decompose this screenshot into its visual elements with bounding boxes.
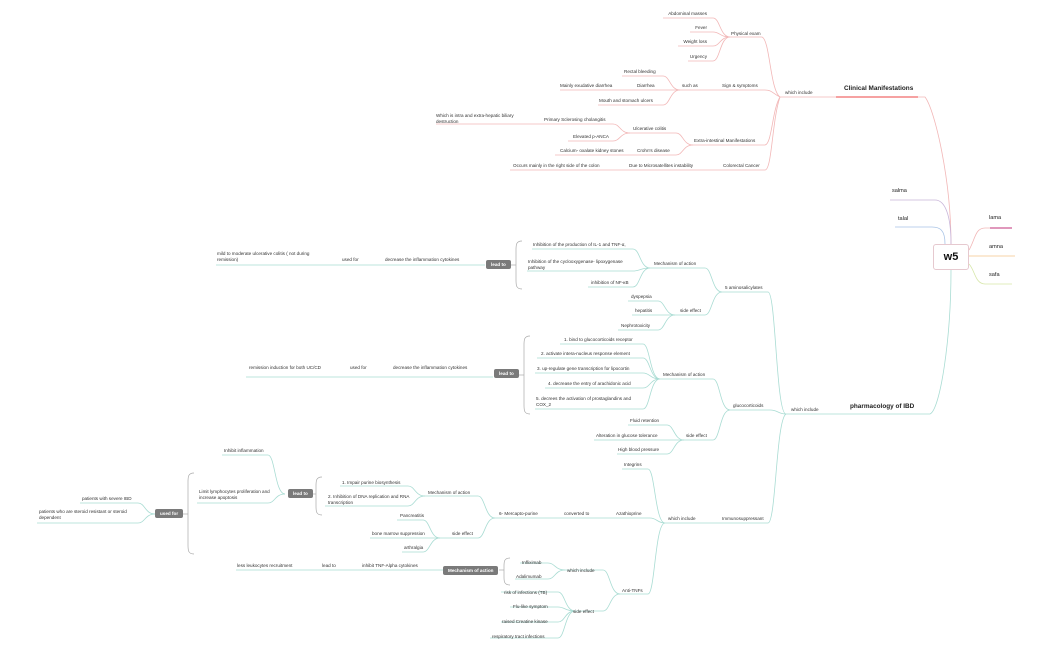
pe-item[interactable]: Abdominal masses	[668, 11, 707, 16]
right-colon-node[interactable]: Occurs mainly in the right side of the c…	[513, 163, 600, 168]
gc-used-for[interactable]: used for	[350, 365, 367, 370]
adalimumab-node[interactable]: Adalimumab	[516, 574, 542, 579]
diarrhea-node[interactable]: Diarrhea	[637, 83, 655, 88]
asa-lead-to-tag[interactable]: lead to	[486, 260, 511, 269]
imm-used-for-tag[interactable]: used for	[155, 509, 184, 518]
sign-symptoms-node[interactable]: Sign & symptoms	[722, 83, 758, 88]
asa-moa-node[interactable]: Mechanism of action	[654, 261, 697, 266]
gc-effect[interactable]: decrease the inflammation cytokines	[393, 365, 468, 370]
asa-side-item[interactable]: Nephrotoxicity	[621, 323, 651, 328]
gc-moa-item[interactable]: 1. bind to glucocorticoids receptor	[564, 337, 633, 342]
gc-side-item[interactable]: Alteration in glucose tolerance	[596, 433, 658, 438]
imm-lead-to-tag[interactable]: lead to	[288, 489, 313, 498]
crohn-node[interactable]: Crohn's disease	[637, 148, 670, 153]
mercaptopurine-node[interactable]: 6- Mercapto-purine	[499, 511, 538, 516]
asa-moa-item[interactable]: inhibition of NF-κB	[591, 280, 629, 285]
imm-side-item[interactable]: arthralgia	[404, 545, 424, 550]
antitnf-moa-tag[interactable]: Mechanism of action	[443, 566, 499, 575]
root-node[interactable]: w5	[933, 244, 969, 270]
asa-moa-item[interactable]: Inhibition of the production of IL-1 and…	[533, 242, 626, 247]
psc-node[interactable]: Primary Sclerosing cholangitis	[544, 117, 606, 122]
rectal-bleeding-node[interactable]: Rectal bleeding	[624, 69, 656, 74]
imm-moa-node[interactable]: Mechanism of action	[428, 490, 471, 495]
antitnf-inhibit[interactable]: inhibit TNF-Alpha cytokines	[362, 563, 418, 568]
asa-indication[interactable]: mild to moderate ulcerative colitis ( no…	[217, 251, 310, 262]
converted-to[interactable]: converted to	[564, 511, 590, 516]
integrins-node[interactable]: Integrins	[624, 462, 642, 467]
gc-lead-to-tag[interactable]: lead to	[494, 369, 519, 378]
asa-used-for[interactable]: used for	[342, 257, 359, 262]
asa-side-item[interactable]: hepatitis	[635, 308, 653, 313]
diarrhea-detail[interactable]: Mainly exudative diarrhea	[560, 83, 613, 88]
imm-side-effect-node[interactable]: side effect	[452, 531, 473, 536]
pe-item[interactable]: Fever	[695, 25, 707, 30]
imm-moa-item[interactable]: 1. Impair purine biosynthesis	[342, 480, 401, 485]
gc-indication[interactable]: remission induction for both UC/CD	[249, 365, 321, 370]
gc-moa-item[interactable]: 3. up-regulate gene transcription for li…	[537, 366, 630, 371]
antitnf-side-item[interactable]: Flu-like symptom	[513, 604, 548, 609]
asa-side-item[interactable]: dyspepsia	[631, 294, 652, 299]
asa-moa-item[interactable]: Inhibition of the cyclooxygenase- lipoxy…	[528, 259, 623, 270]
infliximab-node[interactable]: Infliximab	[522, 560, 542, 565]
pe-item[interactable]: Weight loss	[683, 39, 707, 44]
antitnf-side-item[interactable]: raised Creatine kinase	[502, 619, 548, 624]
gc-moa-item[interactable]: 5. decrees the activation of prostagland…	[536, 396, 631, 407]
node-lama[interactable]: lama	[989, 215, 1002, 221]
ulcers-node[interactable]: Mouth and stomach ulcers	[599, 98, 653, 103]
gc-moa-node[interactable]: Mechanism of action	[663, 372, 706, 377]
antitnf-result[interactable]: less leukocytes recruitment	[237, 563, 293, 568]
kidney-stones-node[interactable]: Calcium- oxalate kidney stones	[560, 148, 624, 153]
extra-intestinal-node[interactable]: Extra-intestinal Manifestations	[694, 138, 756, 143]
immunosuppressant-node[interactable]: Immunosuppressant	[722, 516, 764, 521]
antitnf-side-item[interactable]: respiratory tract infections	[492, 634, 545, 639]
uc-node[interactable]: Ulcerative colitis	[633, 126, 667, 131]
imm-moa-item[interactable]: 2. Inhibition of DNA replication and RNA…	[328, 494, 410, 505]
imm-side-item[interactable]: Pancreatitis	[400, 513, 425, 518]
microsatellite-node[interactable]: Due to Microsatellites instability	[629, 163, 694, 168]
imm-lead-item[interactable]: Limit lymphocytes proliferation and incr…	[199, 489, 270, 500]
anti-tnf-node[interactable]: Anti-TNFs	[622, 588, 643, 593]
antitnf-which-include[interactable]: which include	[567, 568, 595, 573]
pe-item[interactable]: Urgency	[689, 54, 707, 59]
node-salma[interactable]: salma	[892, 188, 907, 194]
antitnf-side-item[interactable]: risk of infections (TB)	[504, 590, 548, 595]
gc-side-item[interactable]: High blood pressure	[618, 447, 660, 452]
imm-used-item[interactable]: patients with severe IBD	[82, 496, 132, 501]
gc-moa-item[interactable]: 4. decrease the entry of arachidonic aci…	[548, 381, 631, 386]
clinical-which-include[interactable]: which include	[785, 90, 813, 95]
node-safa[interactable]: safa	[989, 272, 1000, 278]
pharmacology-node[interactable]: pharmacology of IBD	[850, 403, 915, 410]
pharm-which-include[interactable]: which include	[791, 407, 819, 412]
such-as-node[interactable]: such as	[682, 83, 698, 88]
imm-which-include[interactable]: which include	[668, 516, 696, 521]
asa-effect[interactable]: decrease the inflammation cytokines	[385, 257, 460, 262]
antitnf-side-effect-node[interactable]: side effect	[573, 609, 594, 614]
gc-node[interactable]: glucocorticoids	[733, 403, 764, 408]
panca-node[interactable]: Elevated p-ANCA	[573, 134, 610, 139]
imm-lead-item[interactable]: Inhibit inflammation	[224, 448, 264, 453]
gc-side-effect-node[interactable]: side effect	[686, 433, 707, 438]
imm-used-item[interactable]: patients who are steroid resistant or st…	[39, 509, 127, 520]
asa-side-effect-node[interactable]: side effect	[680, 308, 701, 313]
physical-exam-node[interactable]: Physical exam	[731, 31, 761, 36]
gc-moa-item[interactable]: 2. activate intera-nucleus response elem…	[541, 351, 630, 356]
asa-node[interactable]: 5 aminosalicylates	[725, 285, 763, 290]
node-talal[interactable]: talal	[898, 216, 909, 222]
clinical-manifestations-node[interactable]: Clinical Manifestations	[844, 85, 914, 92]
gc-side-item[interactable]: Fluid retention	[630, 418, 660, 423]
azathioprine-node[interactable]: Azathioprine	[616, 511, 642, 516]
psc-detail[interactable]: Which is intra and extra-hepatic biliary…	[436, 113, 514, 124]
node-amna[interactable]: amna	[989, 244, 1003, 250]
colorectal-cancer-node[interactable]: Colorectal Cancer	[723, 163, 760, 168]
antitnf-lead-to[interactable]: lead to	[322, 563, 336, 568]
imm-side-item[interactable]: bone marrow suppression	[372, 531, 425, 536]
